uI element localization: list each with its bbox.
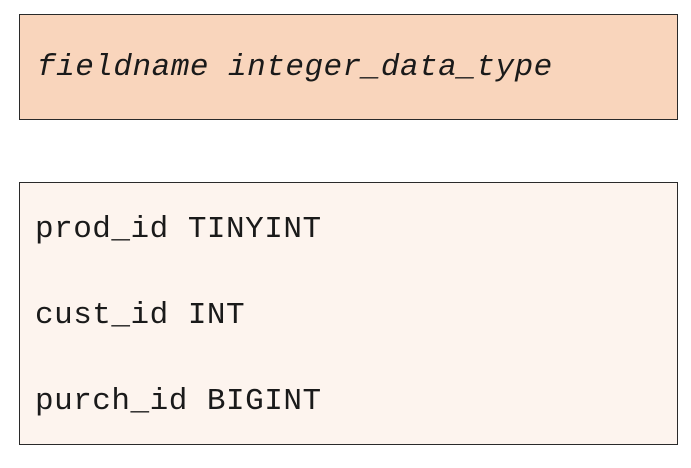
syntax-text: fieldname integer_data_type — [37, 49, 553, 85]
syntax-box: fieldname integer_data_type — [19, 14, 678, 120]
code-line-prod-id: prod_id TINYINT — [35, 212, 322, 247]
example-code-box: prod_id TINYINT cust_id INT purch_id BIG… — [19, 182, 678, 445]
code-line-cust-id: cust_id INT — [35, 298, 246, 333]
code-line-purch-id: purch_id BIGINT — [35, 384, 322, 419]
